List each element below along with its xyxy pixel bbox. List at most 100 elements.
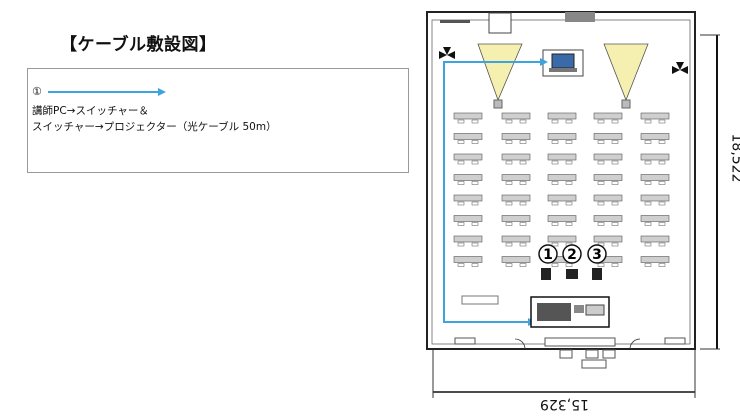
camera-1: 1 [538,244,558,280]
chair [551,160,559,165]
chair [457,263,465,267]
chair [519,222,527,226]
chair [457,222,465,226]
chair [565,222,573,226]
legend-number: ① [32,85,42,98]
chair [597,160,605,165]
chair [457,119,465,124]
desk [501,153,531,161]
desk [501,235,531,243]
chair [644,242,652,247]
chair [644,222,652,226]
desk [501,194,531,202]
chair [597,201,605,206]
chair [658,119,666,124]
desk [593,112,623,120]
chair [565,160,573,165]
chair [611,119,619,124]
projection-right [603,43,649,102]
chair [658,222,666,226]
chair [505,222,513,226]
desk [453,174,483,181]
chair [471,242,479,247]
chair [644,201,652,206]
chair [551,140,559,144]
chair [471,181,479,185]
page-title: 【ケーブル敷設図】 [60,35,217,55]
chair [597,119,605,124]
chair [597,181,605,185]
desk [547,153,577,161]
chair [471,222,479,226]
chair [519,263,527,267]
desk [501,256,531,263]
chair [551,222,559,226]
chair [644,263,652,267]
chair [505,242,513,247]
chair [505,181,513,185]
desk [640,112,670,120]
chair [565,201,573,206]
chair [471,140,479,144]
chair [611,222,619,226]
chair [551,201,559,206]
chair [471,160,479,165]
top-fixture [440,20,470,23]
chair [611,242,619,247]
desk [593,235,623,243]
lecturer-pc [542,49,584,77]
chair [457,242,465,247]
chair [658,160,666,165]
chair [519,181,527,185]
legend-box: ① 講師PC→スイッチャー＆ スイッチャー→プロジェクター（光ケーブル 50m） [27,68,409,173]
chair [658,181,666,185]
cable-route [443,61,540,323]
desk [453,112,483,120]
projection-left [477,43,523,102]
chair [658,201,666,206]
chair [658,263,666,267]
desk [547,112,577,120]
chair [505,263,513,267]
dimension-horizontal: 15,329 [540,396,589,412]
desk [453,235,483,243]
chair [457,160,465,165]
chair [505,119,513,124]
chair [597,263,605,267]
svg-text:3: 3 [592,247,602,263]
dimension-vertical: 18,522 [728,133,740,183]
chair [519,140,527,144]
chair [505,201,513,206]
chair [611,263,619,267]
legend-arrow [48,88,166,96]
desk [593,133,623,140]
chair [471,201,479,206]
desk [547,194,577,202]
chair [519,119,527,124]
speaker-left [439,47,455,59]
desk [640,153,670,161]
chair [565,140,573,144]
desk [593,215,623,222]
desk [547,133,577,140]
desk [453,194,483,202]
room-outline [426,11,696,350]
desk [593,153,623,161]
chair [611,181,619,185]
chair [611,201,619,206]
chair [457,181,465,185]
desk [547,235,577,243]
desk [453,256,483,263]
desk [501,215,531,222]
chair [597,222,605,226]
desk [501,112,531,120]
chair [644,160,652,165]
chair [551,263,559,267]
chair [457,201,465,206]
desk [547,174,577,181]
desk [640,174,670,181]
chair [644,140,652,144]
chair [519,160,527,165]
switcher-desk [530,296,610,328]
